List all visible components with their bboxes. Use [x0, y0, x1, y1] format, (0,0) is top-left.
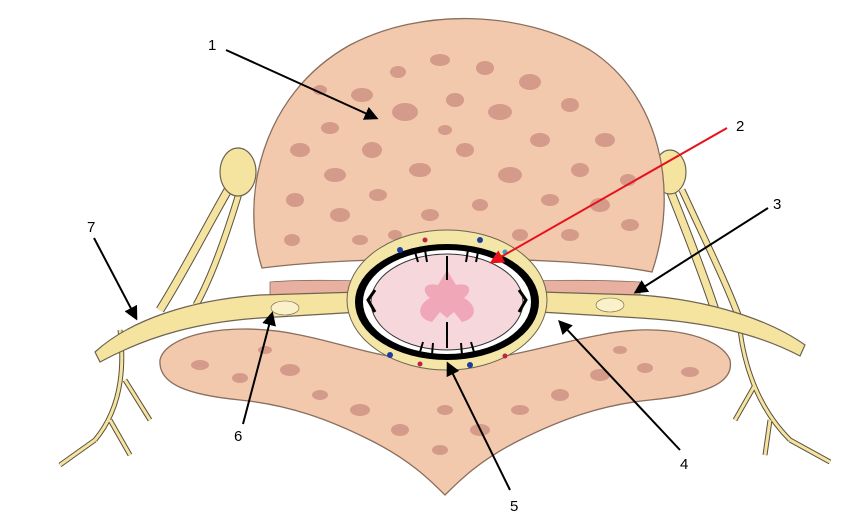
callout-arrow-6 [242, 311, 276, 425]
callout-arrow-2 [489, 127, 728, 264]
spinal-nerve-roots [94, 291, 806, 363]
callout-label-4: 4 [680, 456, 688, 473]
callout-label-1: 1 [208, 37, 216, 54]
callout-label-3: 3 [773, 196, 781, 213]
callout-arrows [93, 49, 769, 491]
callout-labels: 1 2 3 4 5 6 7 [87, 37, 781, 515]
callout-arrow-1 [225, 49, 379, 120]
nerve-rootlets [366, 249, 528, 356]
callout-label-5: 5 [510, 498, 518, 515]
callout-label-6: 6 [234, 428, 242, 445]
left-spinal-ganglion [219, 147, 257, 197]
callout-arrow-5 [446, 361, 511, 491]
callout-arrow-7 [93, 237, 138, 321]
callout-arrow-4 [558, 319, 681, 451]
spinal-cord-gray-matter [420, 270, 474, 322]
callout-label-7: 7 [87, 219, 95, 236]
vertebral-body-pores [284, 54, 639, 246]
callout-label-2: 2 [736, 118, 744, 135]
nerve-branches [58, 187, 832, 468]
callout-arrow-3 [633, 207, 769, 294]
vertebral-arch-pores [191, 346, 699, 455]
